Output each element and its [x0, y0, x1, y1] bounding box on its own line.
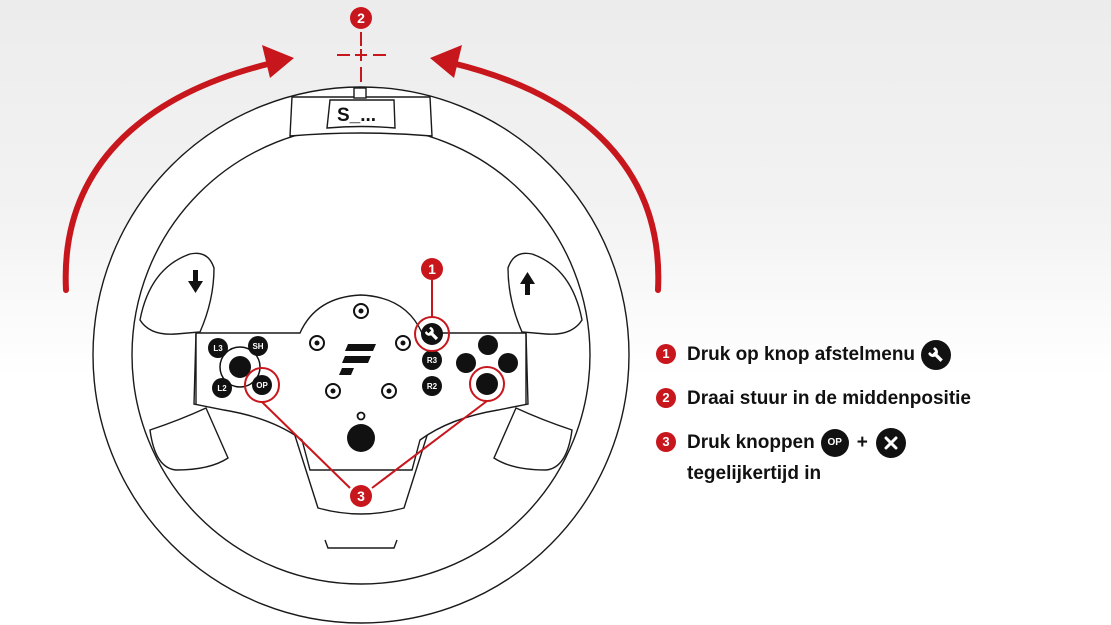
button-op[interactable]: OP	[252, 375, 272, 395]
instruction-step-2: 2 Draai stuur in de middenpositie	[656, 382, 1106, 416]
center-position-marker	[337, 32, 386, 82]
button-op-label: OP	[256, 381, 268, 390]
display-text: S_...	[337, 105, 376, 126]
step-number-3: 3	[656, 432, 676, 452]
down-arrow-icon	[188, 270, 203, 293]
face-button-left[interactable]	[456, 353, 476, 373]
left-arrowhead	[262, 45, 294, 78]
callout-2-label: 2	[357, 10, 365, 26]
step-1-text: Druk op knop afstelmenu	[687, 344, 916, 365]
tuning-menu-button[interactable]	[421, 323, 443, 345]
instruction-list: 1 Druk op knop afstelmenu 2 Draai stuur …	[656, 338, 1106, 498]
callout-line-3b	[371, 400, 488, 489]
op-button-icon: OP	[820, 429, 849, 457]
button-l2-label: L2	[217, 384, 227, 393]
step-2-text: Draai stuur in de middenpositie	[687, 388, 971, 409]
right-shift-paddle	[507, 252, 583, 335]
face-button-top[interactable]	[478, 335, 498, 355]
instruction-step-3: 3 Druk knoppen OP + tegelijkertijd in	[656, 426, 1106, 488]
center-push-button[interactable]	[347, 424, 375, 452]
button-r3-label: R3	[427, 356, 438, 365]
callout-3: 3	[350, 485, 372, 507]
callout-1: 1	[421, 258, 443, 280]
right-face-buttons	[456, 335, 518, 395]
right-rotation-arrow	[449, 60, 662, 293]
instruction-step-1: 1 Druk op knop afstelmenu	[656, 338, 1106, 372]
wheel-hub	[139, 252, 583, 515]
step-3-text: Druk knoppen	[687, 432, 815, 453]
button-l3-label: L3	[213, 344, 223, 353]
rim-display-segment	[289, 96, 433, 137]
step-number-1: 1	[656, 344, 676, 364]
button-sh-label: SH	[252, 342, 263, 351]
left-rotation-arrow	[62, 60, 275, 293]
button-l2[interactable]: L2	[212, 378, 232, 398]
callout-3-label: 3	[357, 488, 365, 504]
face-button-right[interactable]	[498, 353, 518, 373]
cross-icon	[875, 428, 906, 458]
callout-line-3a	[261, 401, 351, 489]
step-number-2: 2	[656, 388, 676, 408]
left-joystick-button[interactable]	[229, 356, 251, 378]
brand-logo-icon	[339, 344, 376, 375]
hub-ring-buttons	[309, 303, 411, 421]
callout-1-label: 1	[428, 261, 436, 277]
rotation-arrows	[62, 45, 662, 293]
plus-sign: +	[856, 432, 868, 453]
button-r2-label: R2	[427, 382, 438, 391]
step-3-text-continued: tegelijkertijd in	[687, 463, 822, 484]
face-button-cross[interactable]	[476, 373, 498, 395]
button-sh[interactable]: SH	[248, 336, 268, 356]
button-r3[interactable]: R3	[422, 350, 442, 370]
callout-2: 2	[350, 7, 372, 29]
up-arrow-icon	[520, 272, 535, 295]
button-l3[interactable]: L3	[208, 338, 228, 358]
wrench-icon	[424, 326, 439, 341]
right-arrowhead	[430, 45, 462, 78]
button-r2[interactable]: R2	[422, 376, 442, 396]
wrench-icon	[921, 340, 952, 370]
